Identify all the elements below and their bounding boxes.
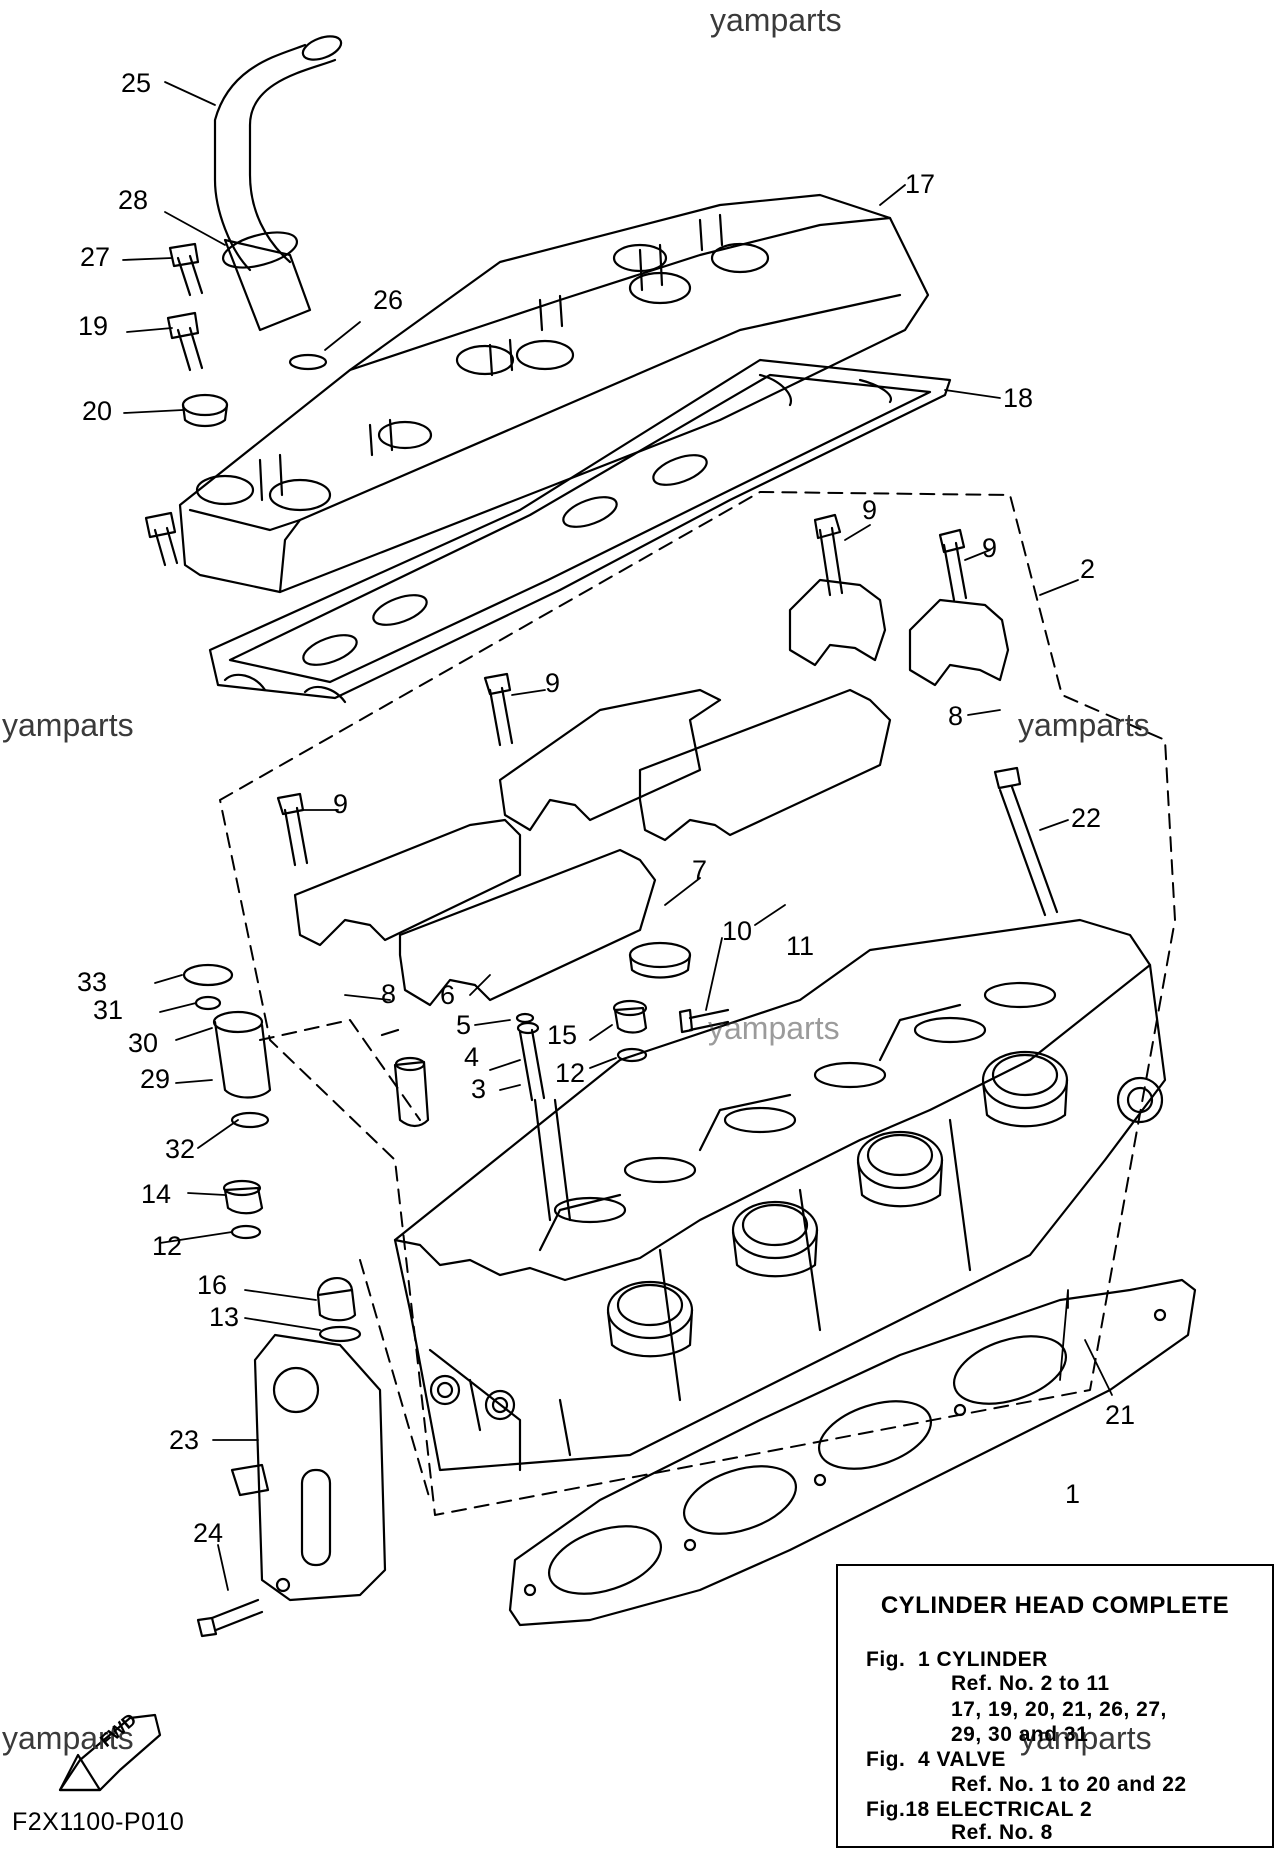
callout-9: 9 (333, 789, 349, 819)
callout-24: 24 (193, 1518, 224, 1548)
callout-27: 27 (80, 242, 111, 272)
callout-23: 23 (169, 1425, 200, 1455)
part-17-valve-cover (178, 193, 930, 594)
callout-32: 32 (165, 1134, 196, 1164)
callout-3: 3 (471, 1074, 487, 1104)
leader-lines (122, 81, 1113, 1591)
legend-box: CYLINDER HEAD COMPLETE Fig. 1 CYLINDER R… (836, 1564, 1274, 1848)
callout-18: 18 (1003, 383, 1034, 413)
callout-22: 22 (1071, 803, 1102, 833)
legend-title: CYLINDER HEAD COMPLETE (880, 1592, 1230, 1619)
legend-line: Fig. 4 VALVE (866, 1748, 1006, 1771)
legend-line: 29, 30 and 31 (951, 1723, 1089, 1746)
callout-12: 12 (555, 1058, 586, 1088)
callout-14: 14 (141, 1179, 172, 1209)
fwd-arrow (58, 1713, 162, 1792)
callout-9: 9 (982, 533, 998, 563)
cylinder-head-body (393, 918, 1167, 1472)
callout-21: 21 (1105, 1400, 1136, 1430)
legend-line: 17, 19, 20, 21, 26, 27, (951, 1698, 1167, 1721)
legend-line: Fig.18 ELECTRICAL 2 (866, 1798, 1093, 1821)
legend-line: Ref. No. 1 to 20 and 22 (951, 1773, 1187, 1796)
callout-7: 7 (692, 855, 708, 885)
watermark: yamparts (1020, 1720, 1152, 1756)
callout-33: 33 (77, 967, 108, 997)
callout-6: 6 (440, 980, 456, 1010)
legend-line: Fig. 1 CYLINDER (866, 1648, 1048, 1671)
callout-9: 9 (862, 495, 878, 525)
bolts (144, 242, 1059, 1638)
part-26-o-ring (288, 353, 328, 371)
callout-4: 4 (464, 1042, 480, 1072)
callout-10: 10 (722, 916, 753, 946)
callout-9: 9 (545, 668, 561, 698)
watermark: yamparts (1018, 707, 1150, 743)
callout-12: 12 (152, 1231, 183, 1261)
callout-20: 20 (82, 396, 113, 426)
small-parts (182, 941, 692, 1343)
watermark: yamparts (710, 2, 842, 38)
callout-17: 17 (905, 169, 936, 199)
watermark: yamparts (2, 707, 134, 743)
legend-line: Ref. No. 8 (951, 1821, 1053, 1844)
callout-1: 1 (1065, 1479, 1081, 1509)
callout-15: 15 (547, 1020, 578, 1050)
callout-28: 28 (118, 185, 149, 215)
callout-16: 16 (197, 1270, 228, 1300)
part-20-grommet (181, 393, 229, 428)
part-23-plate (230, 1333, 387, 1602)
watermark: yamparts (2, 1720, 134, 1756)
watermark: yamparts (708, 1010, 840, 1046)
drawing-code: F2X1100-P010 (12, 1808, 185, 1836)
callout-11: 11 (786, 931, 815, 961)
callout-25: 25 (121, 68, 152, 98)
assembly-boundary-dashes (219, 491, 1176, 1516)
callout-13: 13 (209, 1302, 240, 1332)
callout-30: 30 (128, 1028, 159, 1058)
part-25-hose-pipe (213, 35, 343, 332)
part-2-camshaft-caps (293, 578, 1010, 1007)
callout-5: 5 (456, 1010, 472, 1040)
callout-29: 29 (140, 1064, 171, 1094)
callout-26: 26 (373, 285, 404, 315)
callout-8: 8 (948, 701, 964, 731)
callout-31: 31 (93, 995, 124, 1025)
callout-2: 2 (1080, 554, 1096, 584)
callout-19: 19 (78, 311, 109, 341)
part-21-head-gasket (508, 1278, 1197, 1627)
part-18-gasket (208, 358, 952, 704)
callout-8: 8 (381, 979, 397, 1009)
legend-line: Ref. No. 2 to 11 (951, 1672, 1110, 1695)
